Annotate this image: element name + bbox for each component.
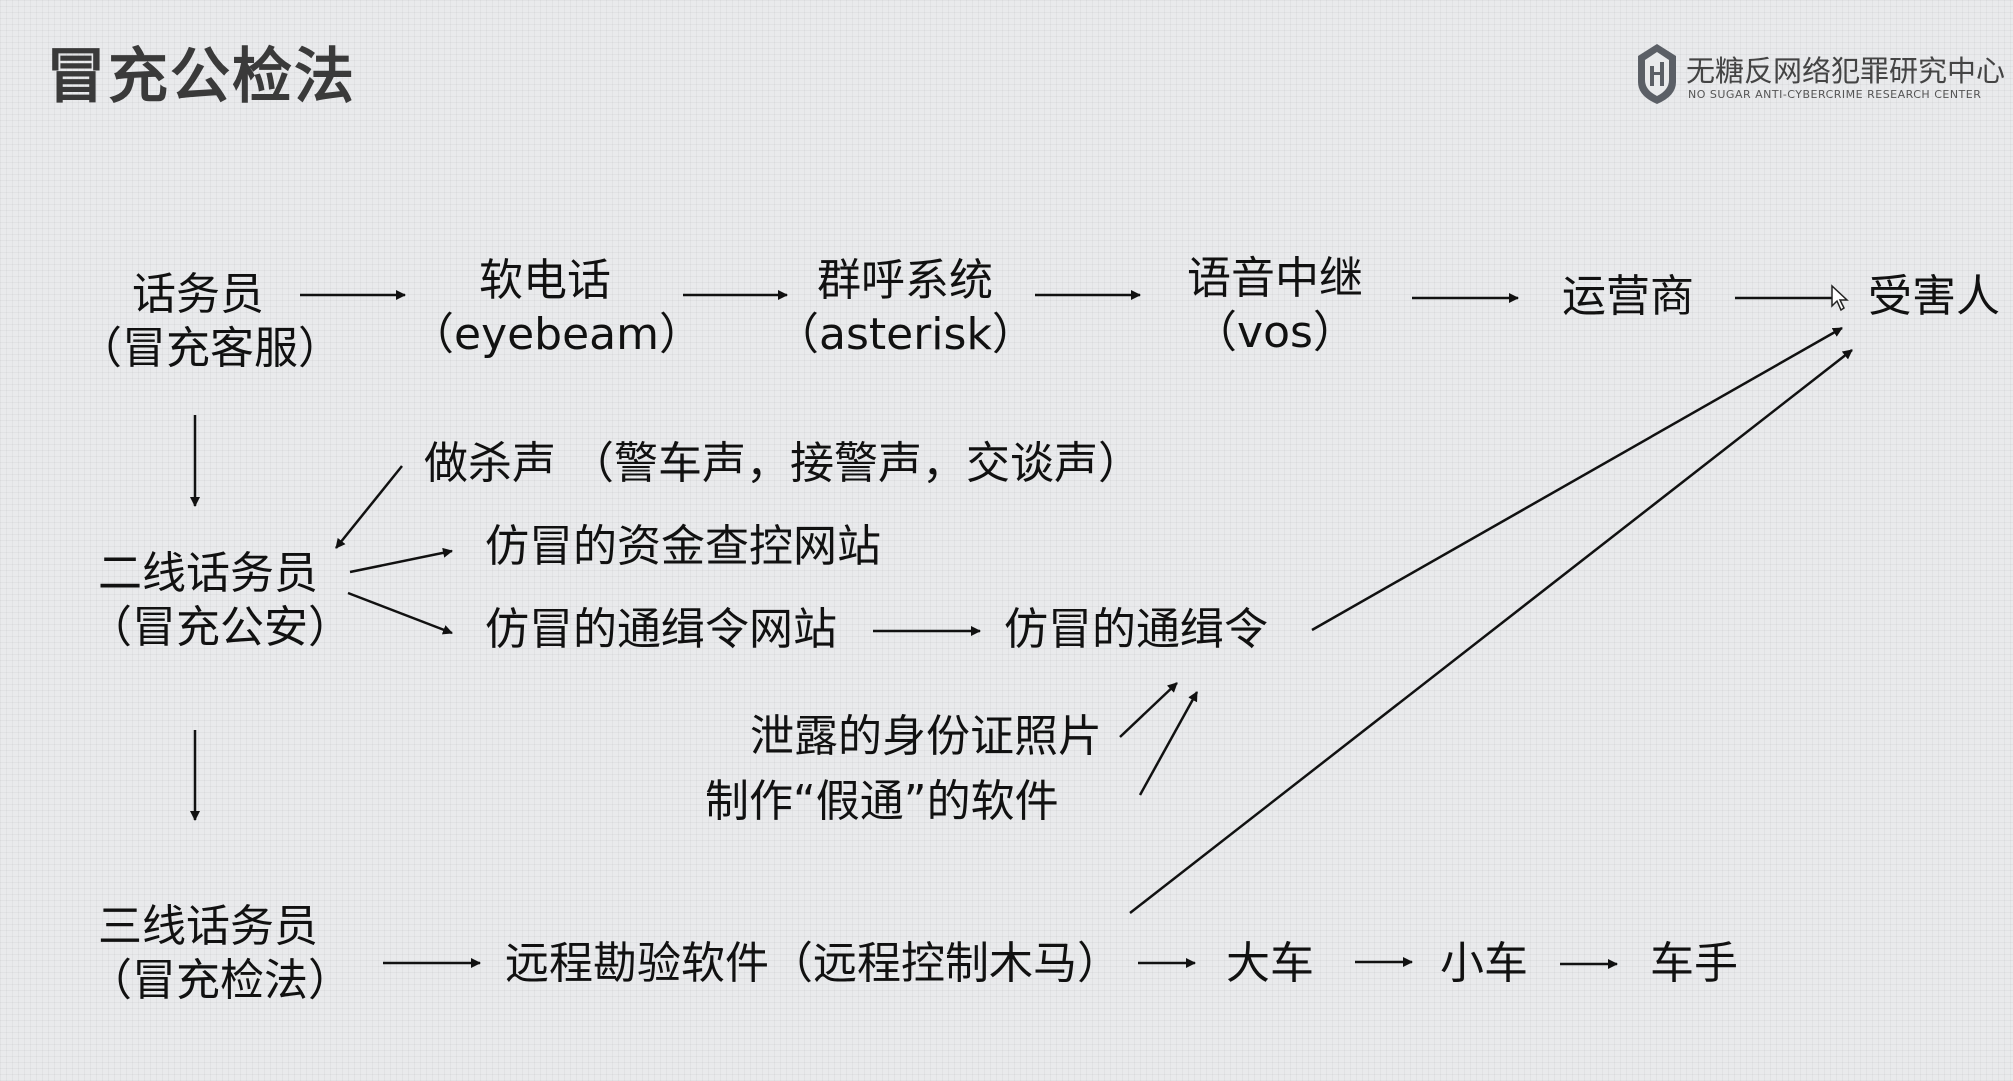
node-small-car: 小车 [1440,938,1528,989]
arrow-software-warrant [1138,691,1199,796]
arrow-warrant-victim [1311,326,1843,632]
node-victim: 受害人 [1868,271,2000,322]
logo-name-cn: 无糖反网络犯罪研究中心 [1686,54,2006,88]
node-softphone-subtitle: （eyebeam） [410,309,704,360]
arrow-second-fundsite [349,547,453,574]
page-title: 冒充公检法 [46,42,356,112]
node-softphone: 软电话 （eyebeam） [410,254,704,362]
node-voice-relay-subtitle: （vos） [1193,307,1357,358]
arrow-second-warrantsite [347,591,453,635]
mouse-cursor-icon [1831,284,1849,312]
node-operator-title: 话务员 [132,269,264,320]
node-driver: 车手 [1650,938,1738,989]
node-fake-warrant-site: 仿冒的通缉令网站 [485,604,837,655]
node-operator-subtitle: （冒充客服） [78,323,342,374]
node-big-car: 大车 [1226,938,1314,989]
node-fake-fund-site: 仿冒的资金查控网站 [485,521,881,572]
arrow-killsound-second [335,465,403,549]
node-fake-warrant: 仿冒的通缉令 [1004,604,1268,655]
logo-name-en: NO SUGAR ANTI-CYBERCRIME RESEARCH CENTER [1688,88,1982,101]
arrow-leakedid-warrant [1119,682,1178,738]
node-group-call: 群呼系统 （asterisk） [775,254,1036,362]
node-remote-software: 远程勘验软件（远程控制木马） [505,938,1121,989]
node-kill-sound: 做杀声 （警车声，接警声，交谈声） [424,438,1142,489]
node-second-operator-subtitle: （冒充公安） [88,602,352,653]
node-third-operator-subtitle: （冒充检法） [88,955,352,1006]
node-operator: 话务员 （冒充客服） [78,268,342,376]
node-leaked-id: 泄露的身份证照片 [750,711,1102,762]
node-group-call-title: 群呼系统 [817,255,993,306]
shield-logo-icon [1638,44,1676,104]
node-third-operator: 三线话务员 （冒充检法） [88,900,352,1008]
logo: 无糖反网络犯罪研究中心 NO SUGAR ANTI-CYBERCRIME RES… [1634,42,2006,106]
node-voice-relay-title: 语音中继 [1187,253,1363,304]
node-group-call-subtitle: （asterisk） [775,309,1036,360]
node-softphone-title: 软电话 [479,255,611,306]
node-carrier: 运营商 [1562,271,1694,322]
node-voice-relay: 语音中继 （vos） [1165,252,1385,360]
node-fake-software: 制作“假通”的软件 [705,776,1059,827]
node-third-operator-title: 三线话务员 [98,901,318,952]
node-second-operator-title: 二线话务员 [98,548,318,599]
node-second-operator: 二线话务员 （冒充公安） [88,547,352,655]
